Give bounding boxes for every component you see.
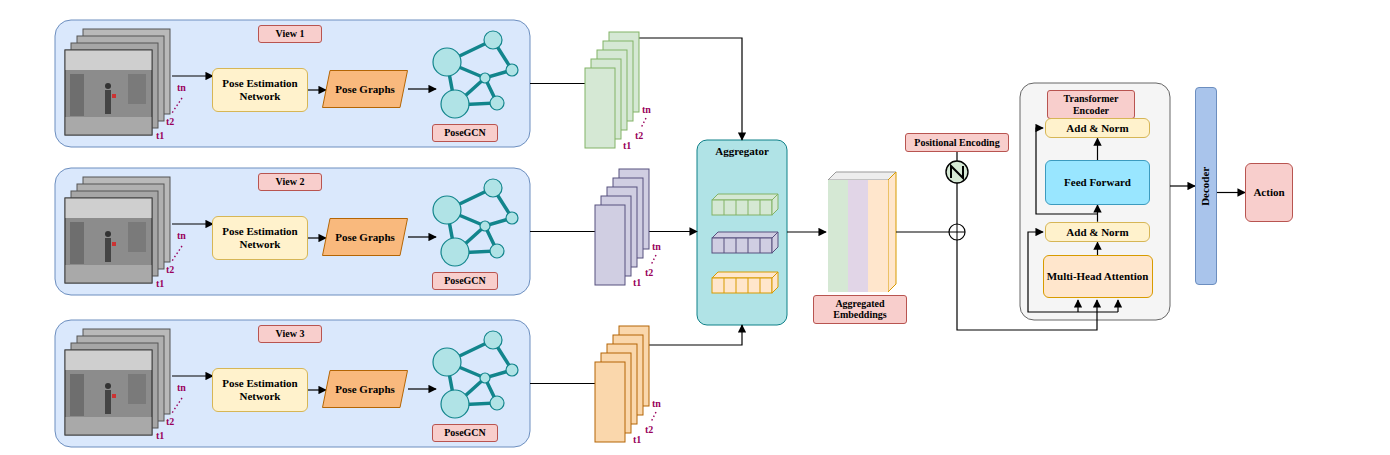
panel-heading: Transformer Encoder [1047, 90, 1135, 119]
connector [308, 89, 326, 90]
graph-symbol [433, 179, 518, 266]
connector [1097, 205, 1098, 222]
time-label: t2 [645, 424, 653, 435]
feature-stack [585, 32, 639, 148]
view-panel [55, 320, 530, 447]
parallelogram-shape [323, 71, 408, 108]
process-box: Pose Estimation Network [212, 216, 308, 260]
module-label: PoseGCN [432, 272, 498, 290]
node-text: Add & Norm [1066, 122, 1128, 135]
time-label: t1 [156, 278, 164, 289]
video-frames [65, 29, 436, 135]
node-text: Feed Forward [1064, 176, 1131, 189]
node-text: PoseGCN [444, 275, 486, 287]
time-label: t2 [635, 130, 643, 141]
time-label: tn [177, 382, 186, 393]
data-parallelogram: Pose Graphs [322, 370, 408, 408]
embedding-stack [828, 172, 896, 292]
connector [308, 389, 326, 390]
panel-heading: View 2 [258, 173, 322, 191]
node-text: Pose Graphs [335, 231, 395, 244]
node-text: Decoder [1200, 166, 1213, 205]
time-label: tn [642, 104, 651, 115]
time-label: t1 [156, 130, 164, 141]
module-label: Aggregated Embeddings [813, 295, 907, 324]
time-label: t1 [633, 277, 641, 288]
process-box: Feed Forward [1045, 160, 1150, 205]
node-text: Multi-Head Attention [1047, 270, 1149, 283]
data-parallelogram: Pose Graphs [322, 218, 408, 256]
aggregator-box: Aggregator [697, 140, 787, 325]
time-dots [641, 118, 656, 422]
view-panel: View 1 Pose Estimation Network Pose Graphs… [55, 20, 530, 147]
connector [1170, 185, 1195, 186]
time-label: tn [177, 230, 186, 241]
flow-arrow [787, 231, 826, 232]
connector [308, 237, 326, 238]
time-label: t1 [623, 140, 631, 151]
module-label: PoseGCN [432, 424, 498, 442]
graph-symbol [433, 31, 518, 118]
parallelogram-shape [323, 371, 408, 408]
panel-heading: View 3 [258, 325, 322, 343]
node-text: Aggregator [715, 145, 769, 158]
add-symbol [949, 224, 965, 240]
process-box: Add & Norm [1045, 222, 1150, 243]
process-box: Multi-Head Attention [1043, 255, 1153, 298]
node-text: Aggregated Embeddings [814, 298, 906, 321]
view-panel [55, 168, 530, 295]
time-label: t2 [166, 264, 174, 275]
encoder-panel: Transformer EncoderAdd & NormFeed Forwar… [1020, 83, 1170, 320]
data-parallelogram: Pose Graphs [322, 70, 408, 108]
connector [1097, 138, 1098, 160]
view-panel: View 2 Pose Estimation Network Pose Graphs… [55, 168, 530, 295]
time-label: t2 [166, 116, 174, 127]
feature-stack [595, 169, 649, 285]
node-text: Pose Estimation Network [213, 377, 307, 402]
process-box: Pose Estimation Network [212, 68, 308, 112]
node-text: Pose Graphs [335, 383, 395, 396]
node-text: Add & Norm [1066, 226, 1128, 239]
view-panel [55, 20, 530, 147]
node-text: Action [1253, 186, 1284, 199]
module-label: Positional Encoding [905, 133, 1009, 153]
time-label: t1 [156, 430, 164, 441]
aggregator-bars [712, 194, 778, 293]
node-text: Pose Estimation Network [213, 225, 307, 250]
node-text: Pose Graphs [335, 83, 395, 96]
node-text: PoseGCN [444, 127, 486, 139]
time-label: t2 [166, 416, 174, 427]
process-box: Add & Norm [1045, 118, 1150, 139]
panel-heading: View 1 [258, 25, 322, 43]
graph-symbol [433, 331, 518, 418]
video-frames [65, 329, 436, 435]
time-label: tn [177, 82, 186, 93]
time-label: t2 [645, 267, 653, 278]
encoding-symbol [946, 161, 968, 183]
feature-stack [595, 326, 649, 442]
time-label: tn [652, 398, 661, 409]
aggregator-box [697, 140, 787, 325]
connector [1097, 242, 1098, 255]
encoder-box [1020, 83, 1170, 320]
parallelogram-shape [323, 219, 408, 256]
view-panel: View 3 Pose Estimation Network Pose Graphs… [55, 320, 530, 447]
node-text: Positional Encoding [914, 137, 999, 149]
connector [1217, 192, 1245, 193]
node-text: PoseGCN [444, 427, 486, 439]
time-label: tn [652, 241, 661, 252]
flow-line [896, 231, 949, 232]
video-frames [65, 177, 436, 283]
module-label: PoseGCN [432, 124, 498, 142]
node-text: Pose Estimation Network [213, 77, 307, 102]
process-box: Pose Estimation Network [212, 368, 308, 412]
decoder-box: Decoder [1195, 87, 1217, 285]
time-label: t1 [633, 434, 641, 445]
output-box: Action [1245, 163, 1293, 222]
